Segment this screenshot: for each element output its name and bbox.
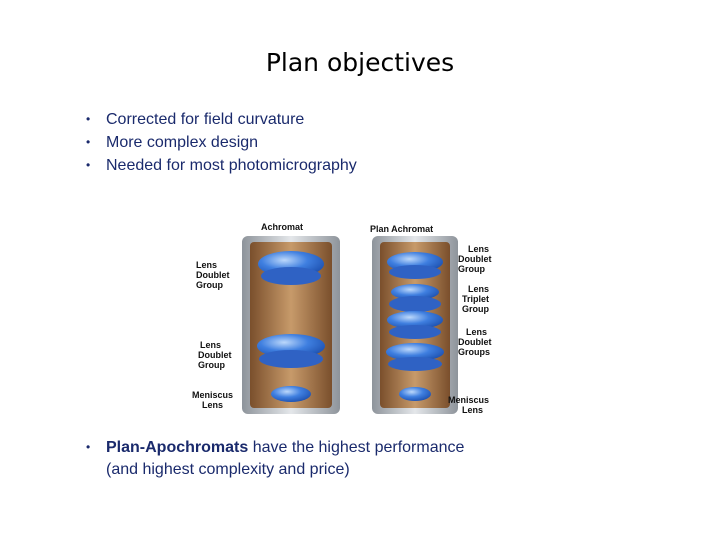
right-title: Plan Achromat — [370, 224, 433, 234]
bullet-dot: • — [86, 112, 91, 126]
bullet-item: • More complex design — [86, 131, 357, 154]
bottom-bullet-line2: (and highest complexity and price) — [106, 461, 350, 478]
right-label-line: Lens — [462, 405, 483, 415]
bullet-item: • Corrected for field curvature — [86, 108, 357, 131]
bullet-text: Corrected for field curvature — [106, 111, 305, 128]
right-label-line: Group — [458, 264, 485, 274]
bullet-dot: • — [86, 135, 91, 149]
left-label-line: Group — [198, 360, 225, 370]
bottom-bullet: • Plan-Apochromats have the highest perfo… — [86, 436, 646, 481]
left-label-line: Meniscus — [192, 390, 233, 400]
left-label-line: Lens — [200, 340, 221, 350]
left-lens-doublet-top-b — [261, 267, 321, 285]
right-lens-doublet-3b — [388, 357, 442, 371]
left-title: Achromat — [261, 222, 303, 232]
bullet-text: More complex design — [106, 134, 259, 151]
right-label-line: Lens — [468, 244, 489, 254]
right-meniscus-lens — [399, 387, 431, 401]
right-label-line: Doublet — [458, 254, 492, 264]
right-label-line: Lens — [466, 327, 487, 337]
bottom-bullet-bold: Plan-Apochromats — [106, 439, 249, 456]
objective-diagram-svg: Achromat Lens Doublet Group Lens Doublet… — [192, 222, 492, 415]
left-label-line: Doublet — [198, 350, 232, 360]
right-label-line: Lens — [468, 284, 489, 294]
right-lens-doublet-2 — [387, 311, 443, 329]
bullet-item: • Needed for most photomicrography — [86, 154, 357, 177]
left-meniscus-lens — [271, 386, 311, 402]
right-label-line: Triplet — [462, 294, 489, 304]
left-lens-doublet-bottom-b — [259, 350, 323, 368]
right-lens-triplet-1 — [391, 284, 439, 300]
right-label-line: Group — [462, 304, 489, 314]
plan-achromat-objective — [372, 236, 458, 414]
left-label-line: Group — [196, 280, 223, 290]
left-label-line: Doublet — [196, 270, 230, 280]
bullet-list: • Corrected for field curvature • More com… — [86, 108, 357, 177]
bullet-dot: • — [86, 440, 91, 454]
right-label-line: Meniscus — [448, 395, 489, 405]
right-label-line: Groups — [458, 347, 490, 357]
slide-title: Plan objectives — [265, 48, 455, 77]
bottom-bullet-rest: have the highest performance — [252, 439, 465, 456]
achromat-objective — [242, 236, 340, 414]
right-label-line: Doublet — [458, 337, 492, 347]
left-label-line: Lens — [202, 400, 223, 410]
right-lens-doublet-b — [389, 265, 441, 279]
right-lens-triplet-2 — [389, 296, 441, 312]
bullet-dot: • — [86, 158, 91, 172]
right-lens-doublet-2b — [389, 325, 441, 339]
left-inner-barrel — [250, 242, 332, 408]
bottom-bullet-line1: • Plan-Apochromats have the highest perfo… — [86, 436, 646, 459]
right-lens-doublet-3 — [386, 343, 444, 361]
bullet-text: Needed for most photomicrography — [106, 157, 357, 174]
left-label-line: Lens — [196, 260, 217, 270]
objective-diagram: Achromat Lens Doublet Group Lens Doublet… — [186, 216, 504, 418]
